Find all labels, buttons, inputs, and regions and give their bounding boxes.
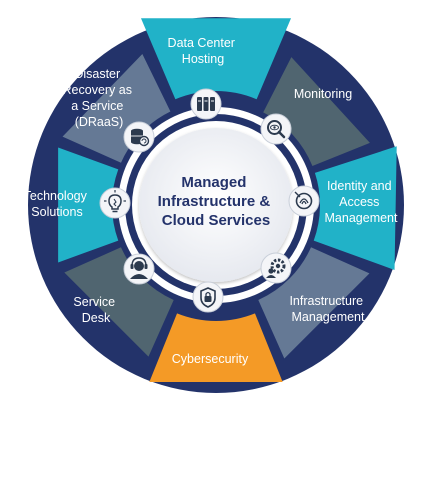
label-technology-line-1: Technology xyxy=(24,189,88,203)
label-cybersecurity-line-1: Cybersecurity xyxy=(172,352,249,366)
label-disaster-line-3: a Service xyxy=(71,99,123,113)
lightbulb-icon xyxy=(99,187,131,219)
segment-data-center-hosting xyxy=(140,18,292,100)
label-infrastructure-management: Infrastructure Management xyxy=(289,294,366,324)
label-identity-line-3: Management xyxy=(325,211,398,225)
label-cybersecurity: Cybersecurity xyxy=(172,352,249,366)
label-infra-line-2: Management xyxy=(292,310,365,324)
segment-service-desk xyxy=(64,247,174,357)
segment-technology-solutions xyxy=(58,147,119,263)
label-service-desk-line-1: Service xyxy=(73,295,115,309)
label-monitoring-line-1: Monitoring xyxy=(294,87,352,101)
center-disc xyxy=(139,128,293,282)
label-infra-line-1: Infrastructure xyxy=(289,294,363,308)
label-disaster-line-2: Recovery as xyxy=(63,83,132,97)
label-disaster-recovery: Disaster Recovery as a Service (DRaaS) xyxy=(63,67,136,129)
segment-identity-access-management xyxy=(313,146,397,270)
center-title-line-1: Managed xyxy=(181,174,246,191)
label-data-center-hosting-line-1: Data Center xyxy=(168,36,235,50)
center-title: Managed Infrastructure & Cloud Services xyxy=(158,174,275,229)
label-disaster-line-1: Disaster xyxy=(74,67,120,81)
segment-cybersecurity xyxy=(149,313,283,383)
identity-fingerprint-icon xyxy=(288,185,320,217)
label-disaster-line-4: (DRaaS) xyxy=(75,115,124,129)
label-service-desk: Service Desk xyxy=(73,295,118,325)
server-rack-icon xyxy=(190,88,222,120)
label-technology-solutions: Technology Solutions xyxy=(24,189,91,219)
database-refresh-icon xyxy=(123,121,155,153)
segment-icons xyxy=(99,88,320,313)
label-identity-access-management: Identity and Access Management xyxy=(325,179,398,225)
segment-disaster-recovery xyxy=(62,54,171,163)
magnifier-eye-icon xyxy=(260,113,292,145)
label-data-center-hosting: Data Center Hosting xyxy=(168,36,239,66)
headset-agent-icon xyxy=(123,253,155,285)
label-service-desk-line-2: Desk xyxy=(82,311,111,325)
shield-lock-icon xyxy=(192,281,224,313)
label-identity-line-1: Identity and xyxy=(327,179,392,193)
center-title-line-2: Infrastructure & xyxy=(158,193,271,210)
segment-labels: Data Center Hosting Monitoring Identity … xyxy=(24,36,398,366)
label-identity-line-2: Access xyxy=(339,195,379,209)
label-technology-line-2: Solutions xyxy=(31,205,82,219)
gear-user-icon xyxy=(260,252,292,284)
segment-infrastructure-management xyxy=(258,247,370,359)
segments xyxy=(58,18,397,383)
center-title-line-3: Cloud Services xyxy=(162,212,270,229)
label-monitoring: Monitoring xyxy=(294,87,352,101)
segment-monitoring xyxy=(263,57,370,167)
label-data-center-hosting-line-2: Hosting xyxy=(182,52,224,66)
